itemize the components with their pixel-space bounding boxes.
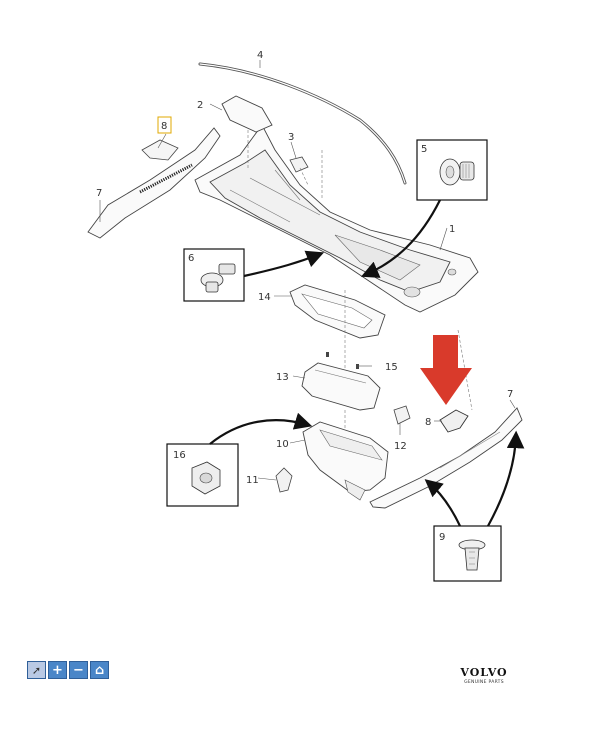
callout-7-right: 7	[507, 389, 513, 400]
zoom-in-icon[interactable]: +	[48, 661, 67, 679]
inset-9-label: 9	[439, 532, 445, 543]
part-3-clip	[289, 156, 309, 173]
callout-3: 3	[288, 132, 294, 143]
callout-1: 1	[449, 224, 455, 235]
red-highlight-arrow	[420, 335, 472, 405]
leader-lines	[99, 60, 516, 481]
callout-10: 10	[276, 439, 289, 450]
callout-12: 12	[394, 441, 407, 452]
callout-14: 14	[258, 292, 271, 303]
brand-logo: VOLVO GENUINE PARTS	[452, 666, 516, 685]
inset-16: 16	[166, 443, 239, 507]
callout-8-left-box: 8	[157, 116, 172, 134]
callout-2: 2	[197, 100, 203, 111]
inset-5-label: 5	[421, 144, 427, 155]
part-12-clip	[393, 405, 411, 425]
callout-8-right: 8	[425, 417, 431, 428]
inset-6-label: 6	[188, 253, 194, 264]
callout-8-left: 8	[161, 121, 167, 132]
inset-6: 6	[183, 248, 245, 302]
select-cursor-icon[interactable]: ➚	[27, 661, 46, 679]
part-1-cowl-panel	[194, 124, 479, 313]
part-7-right-trim	[369, 407, 523, 509]
part-13-housing	[301, 362, 381, 411]
callout-4: 4	[257, 50, 263, 61]
zoom-out-icon[interactable]: −	[69, 661, 88, 679]
part-8-left-clip	[141, 139, 179, 161]
callout-7-left: 7	[96, 188, 102, 199]
pointer-arrows	[209, 199, 525, 527]
inset-5: 5	[416, 139, 488, 201]
callout-numbers: 1 2 3 4 7 7 8 10 11 12 13 14 15	[96, 50, 513, 486]
part-14-frame	[289, 284, 386, 339]
part-10-box	[302, 421, 389, 501]
callout-11: 11	[246, 475, 259, 486]
callout-13: 13	[276, 372, 289, 383]
callout-15: 15	[385, 362, 398, 373]
home-icon[interactable]: ⌂	[90, 661, 109, 679]
part-8-right-clip	[439, 409, 469, 433]
brand-name: VOLVO	[460, 666, 508, 679]
inset-9: 9	[433, 525, 502, 582]
part-11-bracket	[275, 467, 293, 493]
part-2-cover-plate	[221, 95, 273, 133]
viewer-toolbar: ➚ + − ⌂	[27, 661, 109, 679]
inset-16-label: 16	[173, 450, 186, 461]
part-7-left-trim	[87, 127, 221, 239]
brand-subtitle: GENUINE PARTS	[464, 680, 504, 685]
part-15-screw	[326, 352, 359, 369]
